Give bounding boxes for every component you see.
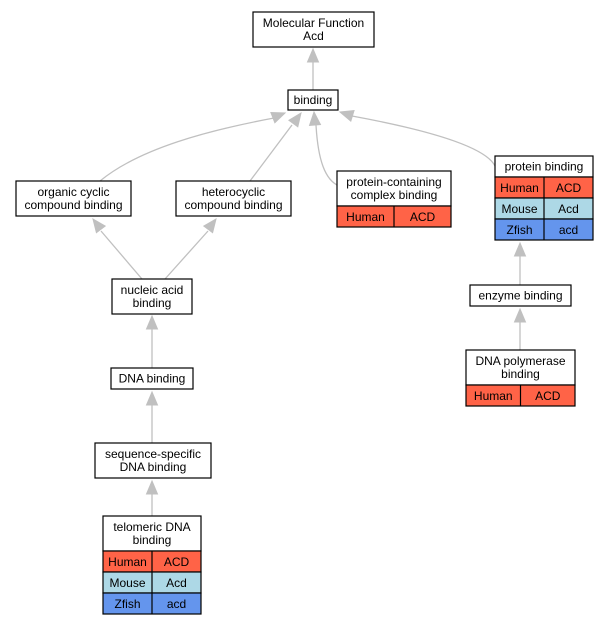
term-label-line: binding: [501, 367, 540, 381]
gene-label: ACD: [556, 181, 582, 195]
annotation-row-zfish: Zfish acd: [102, 592, 202, 615]
arrowhead: [145, 314, 159, 330]
annotation-row-human: Human ACD: [465, 384, 576, 407]
term-label-line: compound binding: [184, 198, 282, 212]
term-box: [336, 170, 452, 207]
species-label: Mouse: [501, 202, 537, 216]
term-label-line: heterocyclic: [202, 185, 265, 199]
edge-enzyme-binding-to-protein-binding: [513, 241, 527, 285]
edge-dna-binding-to-nucleic-acid: [145, 314, 159, 368]
species-label: Human: [346, 210, 385, 224]
arrowhead: [288, 111, 302, 128]
edge-dna-polymerase-to-enzyme-binding: [513, 307, 527, 350]
node-enzyme-binding[interactable]: enzyme binding: [469, 284, 572, 307]
arrowhead: [270, 112, 287, 124]
edge-nucleic-acid-to-organic-cyclic: [92, 217, 143, 280]
term-label-line: DNA binding: [119, 372, 186, 386]
term-box: [110, 367, 194, 390]
term-label-line: binding: [133, 296, 172, 310]
edge-telomeric-to-sequence-specific: [145, 479, 159, 516]
annotation-row-human: Human ACD: [336, 205, 452, 228]
node-binding[interactable]: binding: [287, 89, 339, 111]
gene-label: ACD: [535, 389, 561, 403]
term-label-line: enzyme binding: [478, 289, 562, 303]
term-box: [102, 515, 202, 552]
species-label: Zfish: [114, 597, 140, 611]
edge-organic-cyclic-to-binding: [99, 112, 287, 182]
edge-heterocyclic-to-binding: [249, 111, 302, 182]
node-dna-binding[interactable]: DNA binding: [110, 367, 194, 390]
species-label: Human: [474, 389, 513, 403]
arrowhead: [338, 109, 355, 122]
gene-label: acd: [167, 597, 186, 611]
arrowhead: [308, 110, 322, 126]
term-label-line: DNA polymerase: [475, 354, 565, 368]
term-label-line: complex binding: [351, 188, 438, 202]
term-label-line: protein binding: [505, 160, 584, 174]
edge-protein-binding-to-binding: [338, 109, 496, 167]
term-box: [94, 442, 212, 479]
annotation-row-zfish: Zfish acd: [494, 218, 594, 241]
arrowhead: [145, 479, 159, 495]
gene-label: ACD: [410, 210, 436, 224]
gene-label: acd: [559, 223, 578, 237]
term-label-line: DNA binding: [120, 460, 187, 474]
term-box: [465, 349, 576, 386]
term-label-line: Molecular Function: [263, 16, 364, 30]
arrowhead: [92, 217, 107, 234]
term-box: [252, 11, 375, 48]
term-label-line: nucleic acid: [121, 283, 184, 297]
term-label-line: telomeric DNA: [113, 520, 190, 534]
edge-nucleic-acid-to-heterocyclic: [164, 217, 217, 280]
term-label-line: Acd: [303, 29, 324, 43]
gene-label: Acd: [558, 202, 579, 216]
term-label-line: protein-containing: [346, 175, 441, 189]
annotation-row-mouse: Mouse Acd: [494, 197, 594, 220]
arrowhead: [145, 390, 159, 406]
arrowhead: [306, 47, 320, 63]
gene-label: ACD: [164, 555, 190, 569]
term-box: [287, 89, 339, 111]
edge-sequence-specific-to-dna-binding: [145, 390, 159, 443]
term-label-line: compound binding: [24, 198, 122, 212]
annotation-row-mouse: Mouse Acd: [102, 571, 202, 594]
annotation-row-human: Human ACD: [102, 550, 202, 573]
edge-binding-to-molecular-function: [306, 47, 320, 90]
term-box: [175, 180, 292, 217]
species-label: Zfish: [506, 223, 532, 237]
term-label-line: binding: [133, 533, 172, 547]
species-label: Mouse: [109, 576, 145, 590]
term-box: [111, 278, 193, 315]
species-label: Human: [500, 181, 539, 195]
arrowhead: [513, 241, 527, 257]
gene-label: Acd: [166, 576, 187, 590]
term-label-line: organic cyclic: [37, 185, 109, 199]
term-label-line: sequence-specific: [105, 447, 201, 461]
term-box: [469, 284, 572, 307]
arrowhead: [513, 307, 527, 323]
term-box: [15, 180, 132, 217]
species-label: Human: [108, 555, 147, 569]
edge-protein-containing-to-binding: [308, 110, 340, 187]
arrowhead: [202, 217, 217, 234]
annotation-row-human: Human ACD: [494, 176, 594, 199]
term-label-line: binding: [294, 93, 333, 107]
